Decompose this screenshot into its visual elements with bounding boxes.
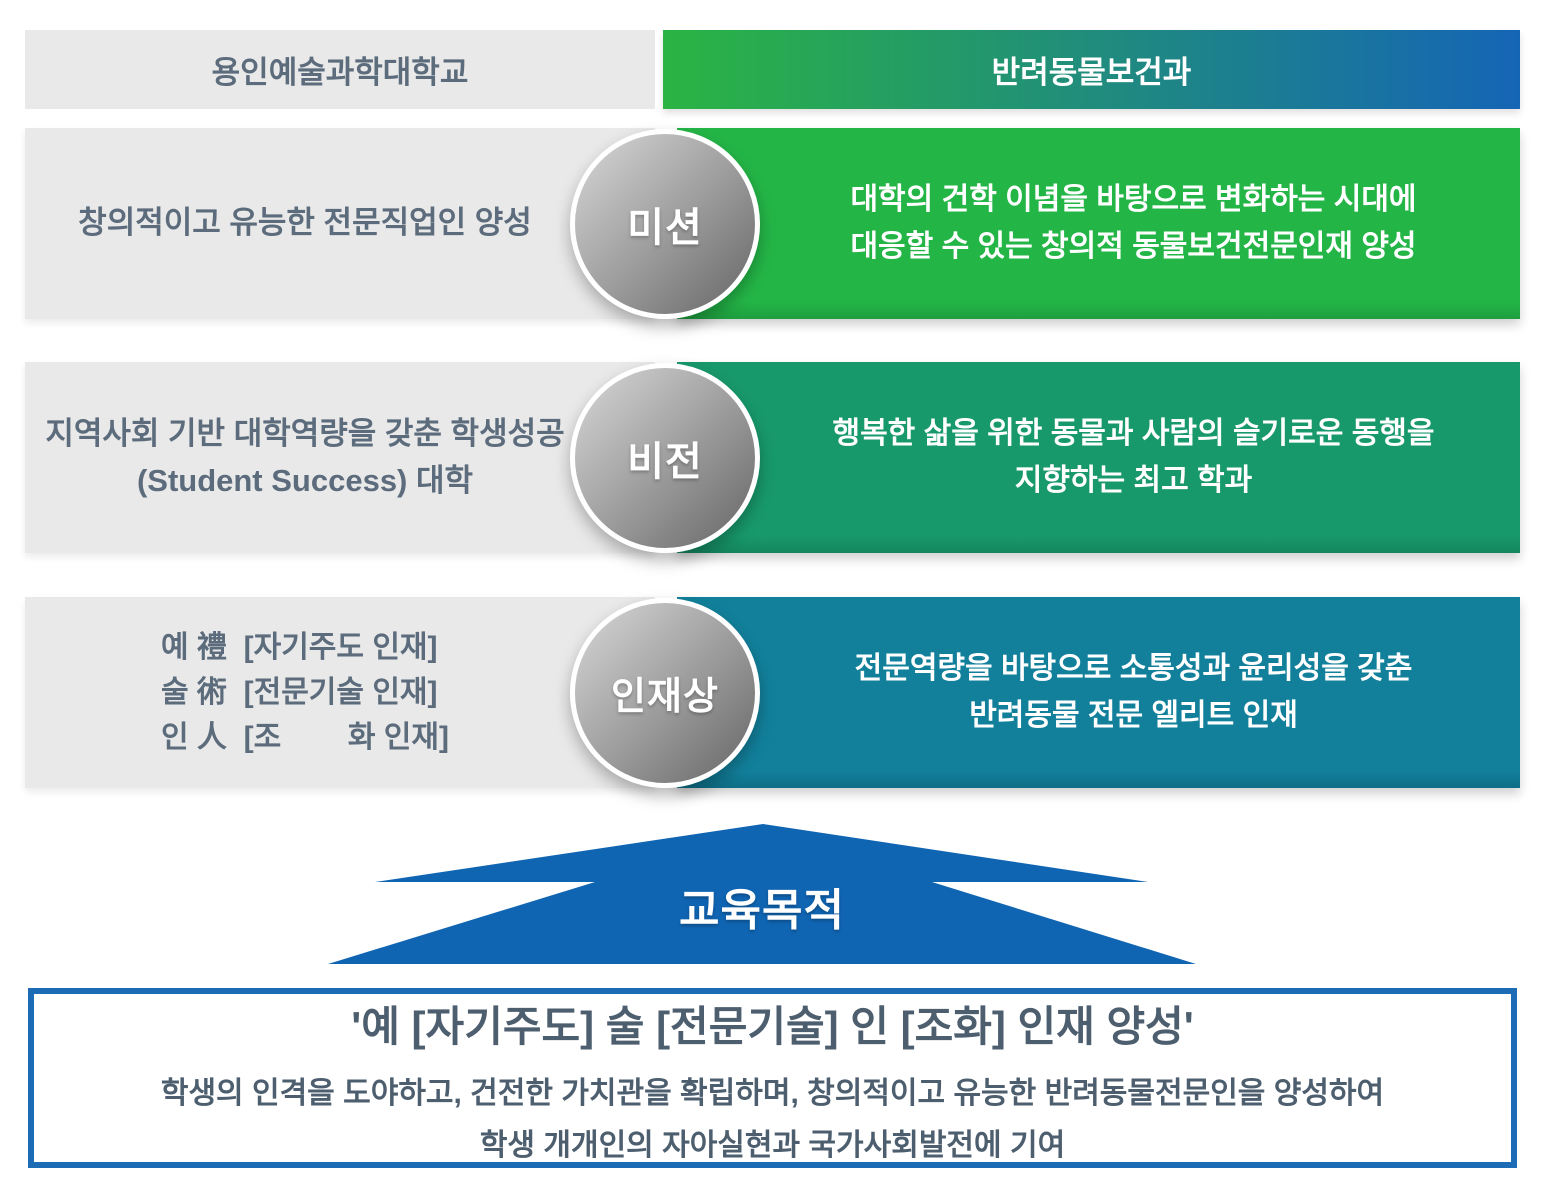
mission-right-panel: 대학의 건학 이념을 바탕으로 변화하는 시대에 대응할 수 있는 창의적 동물… — [677, 128, 1520, 319]
mission-badge-label: 미션 — [627, 205, 703, 250]
mission-row: 창의적이고 유능한 전문직업인 양성 대학의 건학 이념을 바탕으로 변화하는 … — [0, 128, 1549, 319]
mission-left-line: 창의적이고 유능한 전문직업인 양성 — [78, 205, 532, 241]
talent-statement-line-1: 전문역량을 바탕으로 소통성과 윤리성을 갖춘 — [854, 652, 1413, 685]
mission-left-text: 창의적이고 유능한 전문직업인 양성 — [78, 200, 602, 247]
talent-left-panel: 예 禮 [자기주도 인재] 술 術 [전문기술 인재] 인 人 [조 화 인재] — [25, 597, 655, 788]
talent-right-panel: 전문역량을 바탕으로 소통성과 윤리성을 갖춘 반려동물 전문 엘리트 인재 — [677, 597, 1520, 788]
mission-left-panel: 창의적이고 유능한 전문직업인 양성 — [25, 128, 655, 319]
vision-left-line-2: (Student Success) 대학 — [136, 462, 474, 498]
talent-statement: 전문역량을 바탕으로 소통성과 윤리성을 갖춘 반려동물 전문 엘리트 인재 — [785, 646, 1413, 739]
vision-statement-line-2: 지향하는 최고 학과 — [1014, 463, 1253, 497]
university-name-box: 용인예술과학대학교 — [25, 30, 655, 109]
vision-right-panel: 행복한 삶을 위한 동물과 사람의 슬기로운 동행을 지향하는 최고 학과 — [677, 362, 1520, 553]
up-arrow-shape — [328, 824, 1196, 964]
vision-left-text: 지역사회 기반 대학역량을 갖춘 학생성공 (Student Success) … — [45, 411, 634, 504]
talent-badge-label: 인재상 — [611, 676, 719, 718]
department-name: 반려동물보건과 — [991, 55, 1192, 90]
talent-badge-circle: 인재상 — [570, 597, 760, 788]
mission-statement: 대학의 건학 이념을 바탕으로 변화하는 시대에 대응할 수 있는 창의적 동물… — [780, 177, 1416, 270]
vision-statement-line-1: 행복한 삶을 위한 동물과 사람의 슬기로운 동행을 — [832, 417, 1435, 450]
talent-left-line-2: 술 術 [전문기술 인재] — [161, 676, 438, 709]
vision-badge-label: 비전 — [627, 439, 703, 484]
talent-row: 예 禮 [자기주도 인재] 술 術 [전문기술 인재] 인 人 [조 화 인재]… — [0, 597, 1549, 788]
university-name: 용인예술과학대학교 — [211, 55, 469, 90]
mission-statement-line-1: 대학의 건학 이념을 바탕으로 변화하는 시대에 — [850, 183, 1417, 216]
education-goal-title: '예 [자기주도] 술 [전문기술] 인 [조화] 인재 양성' — [351, 1002, 1194, 1050]
education-goal-line-1: 학생의 인격을 도야하고, 건전한 가치관을 확립하며, 창의적이고 유능한 반… — [160, 1076, 1385, 1110]
vision-badge-circle: 비전 — [570, 362, 760, 553]
talent-statement-line-2: 반려동물 전문 엘리트 인재 — [969, 698, 1298, 732]
vision-left-line-1: 지역사회 기반 대학역량을 갖춘 학생성공 — [45, 416, 565, 451]
education-goal-line-2: 학생 개개인의 자아실현과 국가사회발전에 기여 — [479, 1128, 1066, 1162]
talent-left-line-1: 예 禮 [자기주도 인재] — [161, 631, 438, 664]
mission-badge-circle: 미션 — [570, 128, 760, 319]
education-goal-box: '예 [자기주도] 술 [전문기술] 인 [조화] 인재 양성' 학생의 인격을… — [28, 988, 1517, 1168]
vision-left-panel: 지역사회 기반 대학역량을 갖춘 학생성공 (Student Success) … — [25, 362, 655, 553]
vision-statement: 행복한 삶을 위한 동물과 사람의 슬기로운 동행을 지향하는 최고 학과 — [762, 411, 1434, 504]
department-name-box: 반려동물보건과 — [663, 30, 1520, 109]
talent-left-text: 예 禮 [자기주도 인재] 술 術 [전문기술 인재] 인 人 [조 화 인재] — [161, 625, 519, 760]
talent-left-line-3: 인 人 [조 화 인재] — [161, 721, 449, 754]
header-row: 용인예술과학대학교 반려동물보건과 — [0, 30, 1549, 109]
mission-statement-line-2: 대응할 수 있는 창의적 동물보건전문인재 양성 — [850, 229, 1417, 263]
vision-row: 지역사회 기반 대학역량을 갖춘 학생성공 (Student Success) … — [0, 362, 1549, 553]
education-purpose-label: 교육목적 — [679, 886, 845, 935]
